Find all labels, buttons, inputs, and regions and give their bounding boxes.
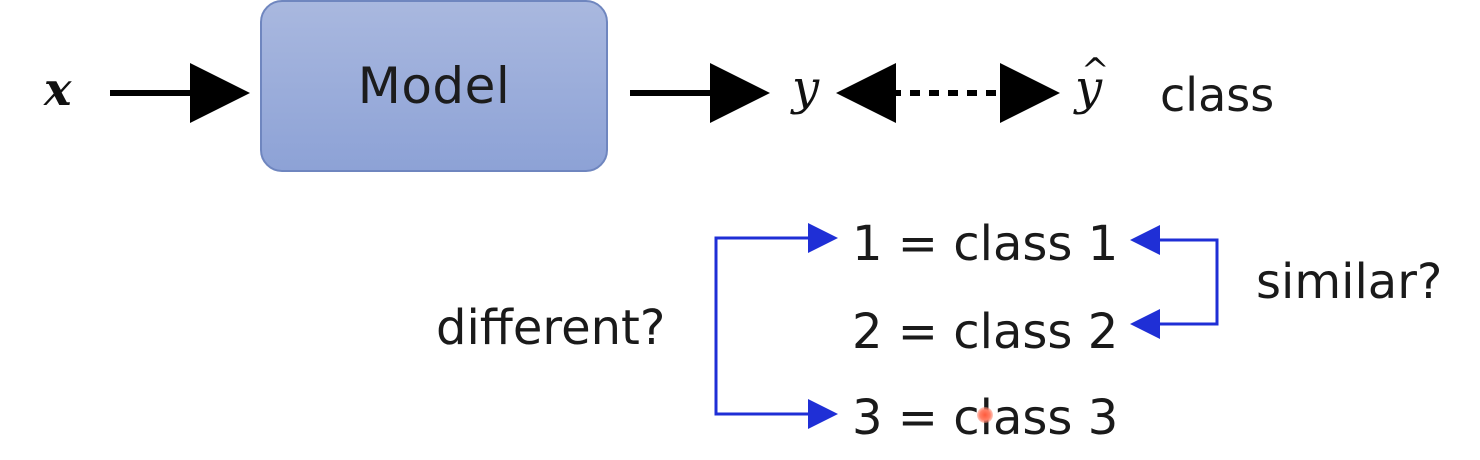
- target-hat-accent: ^: [1081, 51, 1110, 91]
- model-box: Model: [260, 0, 608, 172]
- pointer-dot-icon: [977, 407, 993, 423]
- model-label: Model: [357, 57, 511, 115]
- target-variable: y: [1075, 60, 1103, 116]
- bracket-different: [714, 236, 828, 416]
- different-question: different?: [436, 300, 666, 356]
- class-item-2: 2 = class 2: [852, 304, 1119, 360]
- input-variable: x: [44, 62, 72, 116]
- bracket-similar: [1142, 238, 1219, 326]
- target-caption: class: [1160, 68, 1275, 122]
- output-variable: y: [792, 60, 820, 116]
- class-item-1: 1 = class 1: [852, 216, 1119, 272]
- similar-question: similar?: [1256, 254, 1443, 310]
